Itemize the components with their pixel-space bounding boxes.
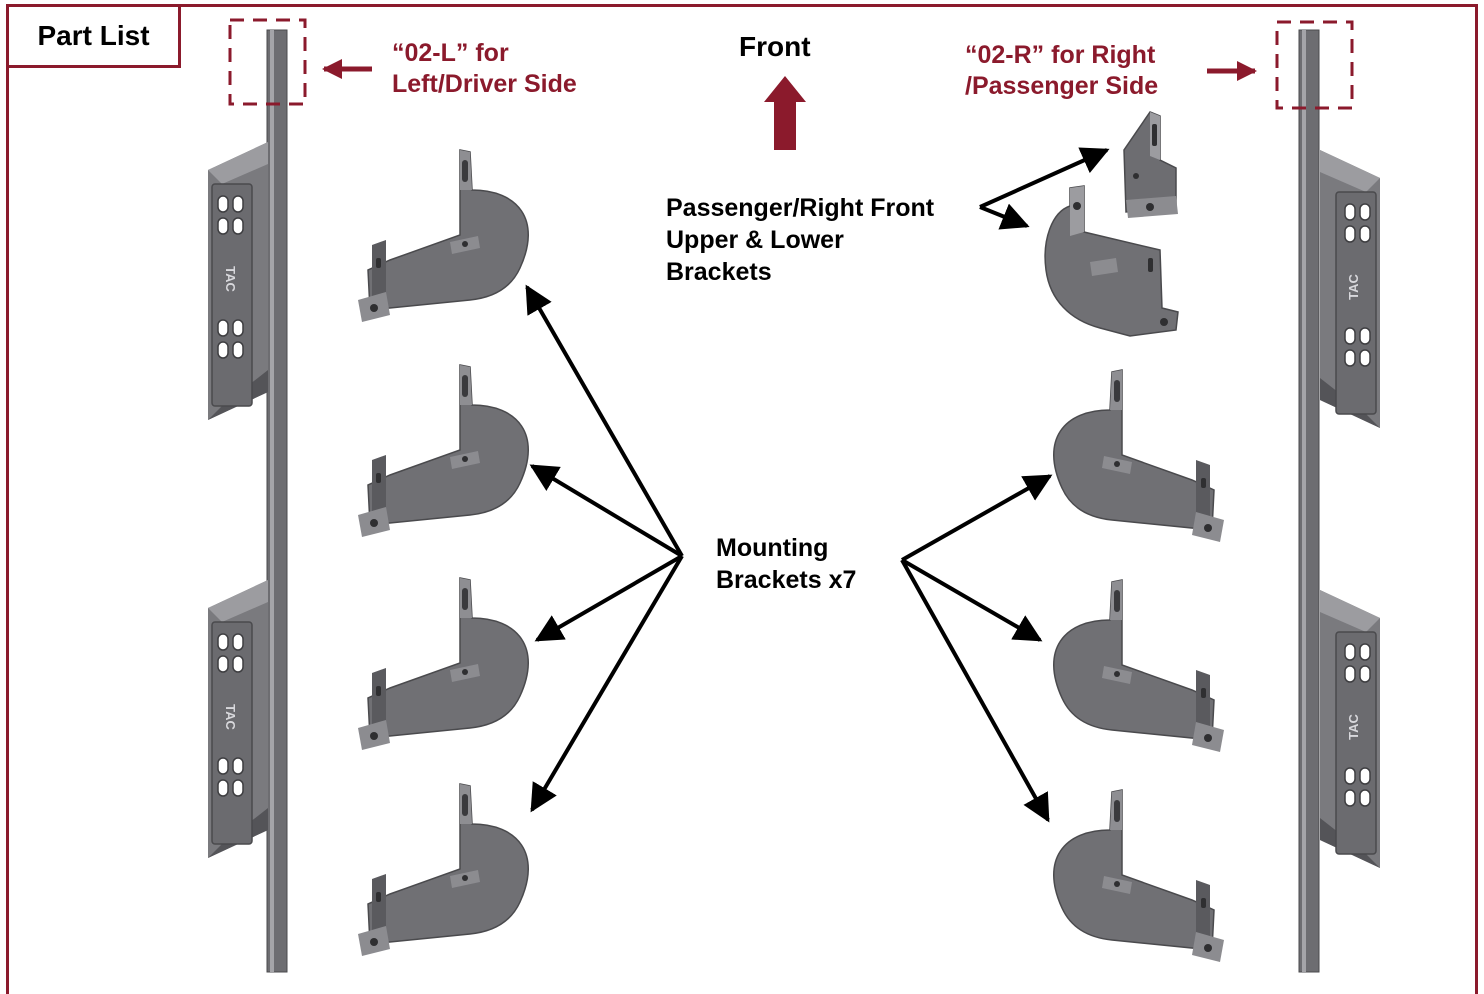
mounting-callout-arrows bbox=[525, 284, 1053, 823]
tac-logo-left-upper: TAC bbox=[223, 266, 238, 292]
title-box: Part List bbox=[6, 4, 181, 68]
left-side-label: “02-L” for Left/Driver Side bbox=[392, 39, 577, 98]
svg-text:TAC: TAC bbox=[223, 266, 238, 292]
arrow-up-icon bbox=[764, 76, 806, 150]
svg-text:TAC: TAC bbox=[1346, 714, 1361, 740]
right-mounting-bracket-3 bbox=[1052, 789, 1225, 963]
right-side-label: “02-R” for Right /Passenger Side bbox=[965, 41, 1159, 100]
passenger-callout-arrows bbox=[979, 147, 1110, 230]
diagram-frame bbox=[6, 4, 1478, 994]
left-side-rail: TAC TAC bbox=[207, 29, 288, 973]
passenger-front-lower-bracket bbox=[1044, 185, 1179, 337]
left-part-marker-box bbox=[228, 18, 307, 106]
tac-logo-left-lower: TAC bbox=[223, 704, 238, 730]
left-mounting-bracket-4 bbox=[357, 783, 530, 957]
tac-logo-right-lower: TAC bbox=[1346, 714, 1361, 740]
left-mounting-bracket-1 bbox=[357, 149, 530, 323]
mounting-brackets-label: Mounting Brackets x7 bbox=[716, 534, 857, 594]
right-mounting-bracket-1 bbox=[1052, 369, 1225, 543]
passenger-front-upper-bracket bbox=[1123, 111, 1178, 218]
svg-text:TAC: TAC bbox=[1346, 274, 1361, 300]
front-label: Front bbox=[739, 31, 811, 62]
left-mounting-bracket-2 bbox=[357, 364, 530, 538]
left-mounting-bracket-3 bbox=[357, 577, 530, 751]
tac-logo-right-upper: TAC bbox=[1346, 274, 1361, 300]
right-part-marker-box bbox=[1275, 20, 1354, 110]
right-side-rail: TAC TAC bbox=[1298, 29, 1381, 973]
page-title: Part List bbox=[37, 20, 150, 51]
svg-text:TAC: TAC bbox=[223, 704, 238, 730]
right-mounting-bracket-2 bbox=[1052, 579, 1225, 753]
passenger-front-label: Passenger/Right Front Upper & Lower Brac… bbox=[666, 194, 935, 286]
